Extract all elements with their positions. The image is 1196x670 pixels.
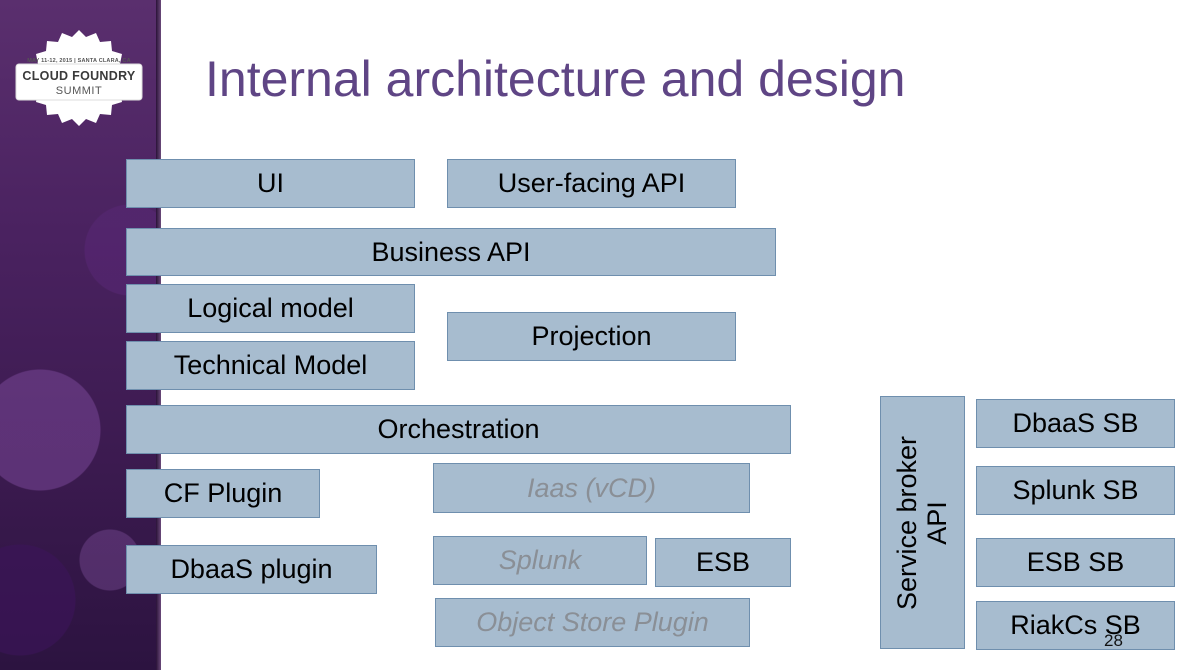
splunk-sb-box: Splunk SB — [976, 466, 1175, 515]
logo-badge-shape — [15, 30, 143, 126]
business-api-box: Business API — [126, 228, 776, 276]
logo-date-line: MAY 11-12, 2015 | SANTA CLARA, CA — [27, 58, 131, 64]
technical-model-box: Technical Model — [126, 341, 415, 390]
orchestration-box: Orchestration — [126, 405, 791, 454]
service-broker-api-label: Service broker API — [893, 435, 953, 609]
cloud-foundry-summit-logo: MAY 11-12, 2015 | SANTA CLARA, CA CLOUD … — [14, 28, 144, 128]
service-broker-api-line1: Service broker — [892, 435, 923, 610]
service-broker-api-box: Service broker API — [880, 396, 965, 649]
side-band-edge — [156, 0, 161, 670]
page-number: 28 — [1104, 631, 1123, 650]
logical-model-box: Logical model — [126, 284, 415, 333]
splunk-box: Splunk — [433, 536, 647, 585]
esb-box: ESB — [655, 538, 791, 587]
user-facing-api-box: User-facing API — [447, 159, 736, 208]
ui-box: UI — [126, 159, 415, 208]
cf-plugin-box: CF Plugin — [126, 469, 320, 518]
dbaas-sb-box: DbaaS SB — [976, 399, 1175, 448]
object-store-plugin-box: Object Store Plugin — [435, 598, 750, 647]
logo-name: CLOUD FOUNDRY — [22, 69, 136, 83]
slide-title: Internal architecture and design — [205, 51, 906, 107]
riakcs-sb-box: RiakCs SB — [976, 601, 1175, 650]
projection-box: Projection — [447, 312, 736, 361]
logo-subtitle: SUMMIT — [55, 85, 103, 97]
iaas-vcd-box: Iaas (vCD) — [433, 463, 750, 513]
dbaas-plugin-box: DbaaS plugin — [126, 545, 377, 594]
service-broker-api-line2: API — [922, 500, 953, 545]
esb-sb-box: ESB SB — [976, 538, 1175, 587]
